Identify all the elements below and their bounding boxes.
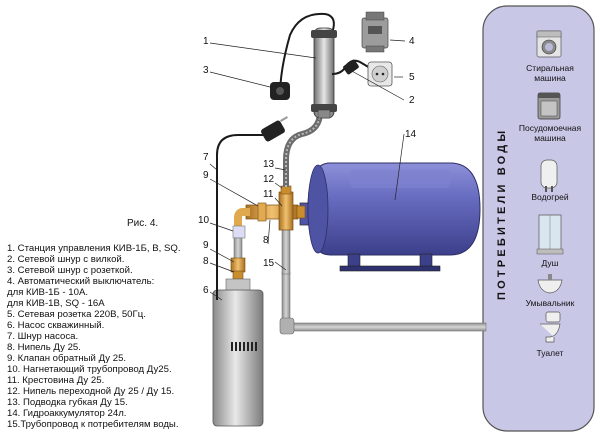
- consumer-label-3: Водогрей: [531, 192, 568, 202]
- legend-item: 6. Насос скважинный.: [7, 320, 105, 331]
- callout-15: 15: [263, 258, 275, 269]
- callout-2: 2: [409, 95, 415, 106]
- callout-12: 12: [263, 174, 275, 185]
- callout-8a: 8: [203, 256, 209, 267]
- borehole-pump: [212, 278, 264, 427]
- callout-7: 7: [203, 152, 209, 163]
- legend-item: 9. Клапан обратный Ду 25.: [7, 353, 127, 364]
- callout-9b: 9: [203, 240, 209, 251]
- consumer-label-2b: машина: [534, 133, 566, 143]
- legend-item: 11. Крестовина Ду 25.: [7, 375, 105, 386]
- discharge-pipe: [234, 208, 250, 236]
- consumer-pipe-horizontal: [285, 322, 487, 332]
- hydro-accumulator: [299, 162, 481, 272]
- legend-item: для КИВ-1В, SQ - 16А: [7, 298, 105, 309]
- legend-item: 10. Нагнетающий трубопровод Ду25.: [7, 364, 172, 375]
- figure-label: Рис. 4.: [127, 218, 159, 229]
- legend-item: для КИВ-1Б - 10А.: [7, 287, 89, 298]
- legend-item: 7. Шнур насоса.: [7, 331, 79, 342]
- pump-plug: [261, 116, 288, 142]
- control-station: [311, 27, 337, 119]
- legend-item: 5. Сетевая розетка 220В, 50Гц.: [7, 309, 146, 320]
- callout-4: 4: [409, 36, 415, 47]
- consumer-label-1a: Стиральная: [526, 63, 574, 73]
- legend-item: 14. Гидроаккумулятор 24л.: [7, 408, 127, 419]
- callout-11: 11: [263, 189, 274, 200]
- cord-socket: [270, 82, 290, 100]
- callout-10: 10: [198, 215, 210, 226]
- pump-cord: [216, 134, 265, 300]
- callout-5: 5: [409, 72, 415, 83]
- legend-item: 12. Нипель переходной Ду 25 / Ду 15.: [7, 386, 175, 397]
- washing-machine-icon: [536, 30, 562, 58]
- legend-item: 4. Автоматический выключатель:: [7, 276, 155, 287]
- legend-item: 8. Нипель Ду 25.: [7, 342, 81, 353]
- callout-1: 1: [203, 36, 209, 47]
- callout-14: 14: [405, 129, 417, 140]
- cross-fitting: [245, 185, 306, 231]
- callout-9a: 9: [203, 170, 209, 181]
- wall-socket: [367, 61, 393, 87]
- legend-item: 1. Станция управления КИВ-1Б, В, SQ.: [7, 243, 181, 254]
- legend-item: 13. Подводка губкая Ду 15.: [7, 397, 128, 408]
- callout-13: 13: [263, 159, 275, 170]
- toilet-icon: [540, 311, 561, 343]
- consumers-title: ПОТРЕБИТЕЛИ ВОДЫ: [496, 128, 508, 300]
- circuit-breaker: [361, 11, 389, 53]
- pipe-elbow: [279, 317, 295, 335]
- mains-plug: [343, 59, 359, 75]
- shower-icon: [536, 214, 564, 255]
- consumer-label-5: Умывальник: [526, 298, 575, 308]
- dishwasher-icon: [537, 92, 561, 120]
- washbasin-icon: [537, 274, 563, 294]
- leader-lines: [209, 39, 406, 301]
- callout-8b: 8: [263, 235, 269, 246]
- callout-3: 3: [203, 65, 209, 76]
- consumers-panel: [482, 5, 595, 432]
- consumer-label-1b: машина: [534, 73, 566, 83]
- legend-item: 15.Трубопровод к потребителям воды.: [7, 419, 179, 430]
- legend-item: 3. Сетевой шнур с розеткой.: [7, 265, 133, 276]
- socket-cord: [279, 12, 335, 97]
- consumer-label-6: Туалет: [537, 348, 564, 358]
- callout-6: 6: [203, 285, 209, 296]
- consumer-label-4: Душ: [541, 258, 558, 268]
- consumer-label-2a: Посудомоечная: [519, 123, 582, 133]
- cross-down-pipe: [281, 227, 291, 275]
- legend: 1. Станция управления КИВ-1Б, В, SQ.2. С…: [7, 243, 237, 430]
- legend-item: 2. Сетевой шнур с вилкой.: [7, 254, 125, 265]
- water-heater-icon: [540, 159, 558, 192]
